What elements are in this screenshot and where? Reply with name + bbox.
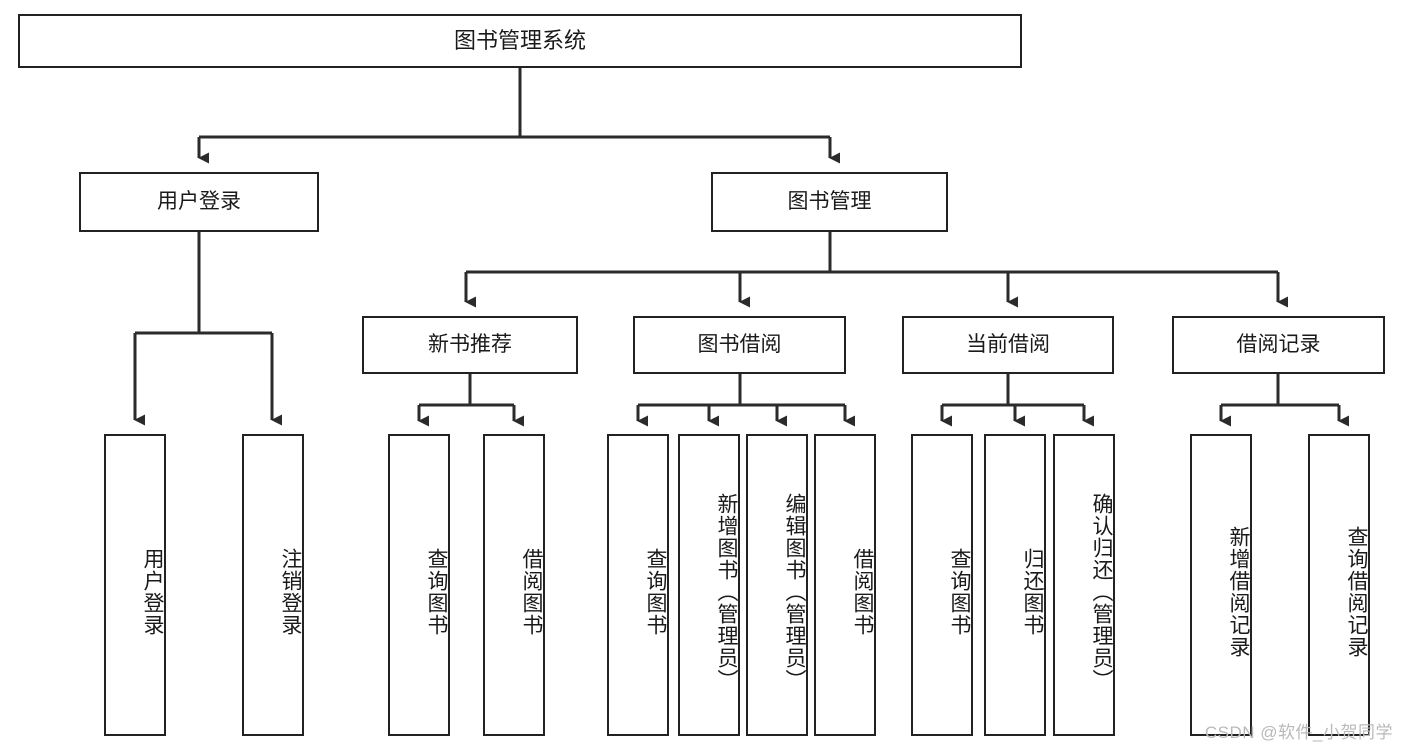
node-leaf-query-book-recommend-label: 查询图书: [425, 548, 448, 636]
node-new-book-recommend[interactable]: 新书推荐: [362, 316, 578, 374]
node-user-login[interactable]: 用户登录: [79, 172, 319, 232]
node-leaf-confirm-return[interactable]: 确认归还（管理员）: [1053, 434, 1115, 736]
node-borrow-record[interactable]: 借阅记录: [1172, 316, 1385, 374]
node-leaf-edit-book-label: 编辑图书（管理员）: [783, 493, 806, 691]
node-leaf-add-book[interactable]: 新增图书（管理员）: [678, 434, 740, 736]
node-current-borrow-label: 当前借阅: [966, 333, 1050, 357]
node-leaf-query-book-recommend[interactable]: 查询图书: [388, 434, 450, 736]
node-leaf-query-book-current-label: 查询图书: [948, 548, 971, 636]
watermark-text: CSDN @软件_小贺同学: [1204, 723, 1393, 742]
node-user-login-label: 用户登录: [157, 190, 241, 214]
node-book-borrow[interactable]: 图书借阅: [633, 316, 846, 374]
node-book-management[interactable]: 图书管理: [711, 172, 948, 232]
node-leaf-borrow-book[interactable]: 借阅图书: [814, 434, 876, 736]
node-book-borrow-label: 图书借阅: [697, 333, 782, 357]
node-leaf-edit-book[interactable]: 编辑图书（管理员）: [746, 434, 808, 736]
node-leaf-add-borrow-record-label: 新增借阅记录: [1227, 526, 1250, 658]
node-current-borrow[interactable]: 当前借阅: [902, 316, 1114, 374]
node-borrow-record-label: 借阅记录: [1236, 333, 1321, 357]
node-leaf-query-book-borrow[interactable]: 查询图书: [607, 434, 669, 736]
node-leaf-confirm-return-label: 确认归还（管理员）: [1090, 493, 1113, 691]
node-leaf-user-login-label: 用户登录: [141, 548, 164, 636]
node-leaf-return-book[interactable]: 归还图书: [984, 434, 1046, 736]
node-leaf-query-book-borrow-label: 查询图书: [644, 548, 667, 636]
node-book-management-label: 图书管理: [787, 190, 872, 214]
node-leaf-add-book-label: 新增图书（管理员）: [715, 493, 738, 691]
node-leaf-query-borrow-record-label: 查询借阅记录: [1345, 526, 1368, 658]
node-new-book-recommend-label: 新书推荐: [428, 333, 512, 357]
node-leaf-query-borrow-record[interactable]: 查询借阅记录: [1308, 434, 1370, 736]
node-leaf-borrow-book-label: 借阅图书: [851, 548, 874, 636]
node-leaf-borrow-book-recommend[interactable]: 借阅图书: [483, 434, 545, 736]
node-leaf-user-logout-label: 注销登录: [279, 548, 302, 636]
node-leaf-return-book-label: 归还图书: [1021, 548, 1044, 636]
node-root[interactable]: 图书管理系统: [18, 14, 1022, 68]
node-leaf-borrow-book-recommend-label: 借阅图书: [520, 548, 543, 636]
node-leaf-add-borrow-record[interactable]: 新增借阅记录: [1190, 434, 1252, 736]
node-root-label: 图书管理系统: [453, 27, 586, 53]
node-leaf-user-logout[interactable]: 注销登录: [242, 434, 304, 736]
node-leaf-query-book-current[interactable]: 查询图书: [911, 434, 973, 736]
node-leaf-user-login[interactable]: 用户登录: [104, 434, 166, 736]
